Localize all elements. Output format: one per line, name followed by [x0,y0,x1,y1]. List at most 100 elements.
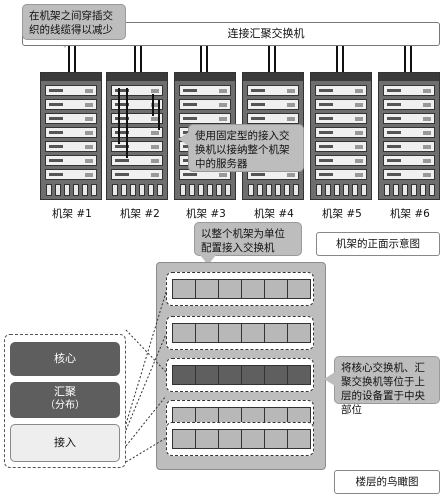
connector-line-4 [125,437,167,463]
layer-core: 核心 [10,342,120,376]
server-unit [383,127,435,138]
per-rack-callout-text: 以整个机架为单位配置接入交换机 [201,228,285,254]
server-unit [45,127,97,138]
layer-aggregation-label: 汇聚 [54,385,76,398]
cable-rack-2 [134,46,136,88]
layer-panel [4,334,126,468]
floor-row-rack [166,316,314,350]
drive-bay [248,184,254,196]
drive-bay [275,184,281,196]
server-unit [383,155,435,166]
cable-rack-2b [140,46,142,88]
connector-line-3 [125,395,167,447]
rack-1 [40,72,102,200]
rack-6 [378,72,440,200]
rack-top-panel [311,73,371,81]
drive-bay [361,184,367,196]
server-unit [45,85,97,96]
fixed-switch-callout-text: 使用固定型的接入交换机以接纳整个机架中的服务器 [195,130,290,170]
rack-top-panel [41,73,101,81]
floor-row-rack [166,272,314,306]
server-unit [111,127,163,138]
drive-bay [293,184,299,196]
rack-top-panel [379,73,439,81]
rack-label-4: 机架 #4 [254,208,294,220]
cable-rack-5b [342,46,344,88]
cable-rack-3b [206,46,208,88]
drive-bay [82,184,88,196]
drive-bay [180,184,186,196]
rack-label-3: 机架 #3 [186,208,226,220]
server-unit [315,85,367,96]
cable-rack-3 [200,46,202,88]
core-rack-cell [287,365,311,385]
layer-aggregation: 汇聚 （分布） [10,382,120,418]
server-unit [383,113,435,124]
rack-label-2: 机架 #2 [120,208,160,220]
server-unit [383,169,435,180]
server-unit [383,141,435,152]
drive-bay [55,184,61,196]
connector-line-1 [125,291,167,425]
drive-bay [91,184,97,196]
per-rack-callout: 以整个机架为单位配置接入交换机 [194,222,302,256]
core-center-callout: 将核心交换机、汇聚交换机等位于上层的设备置于中央部位 [334,356,440,416]
server-unit [179,99,231,110]
rack-top-panel [243,73,303,81]
rack-cell [287,323,311,343]
server-unit [45,141,97,152]
server-unit [315,141,367,152]
drive-bay [266,184,272,196]
rack-2-internal-cable-1 [118,88,120,144]
server-unit [315,169,367,180]
cabling-callout-front-text: 在机架之间穿插交织的线缆得以减少 [29,10,113,36]
drive-bay [352,184,358,196]
server-unit [383,99,435,110]
cable-rack-1b [74,46,76,88]
cable-rack-1 [68,46,70,88]
drive-bay [257,184,263,196]
drive-bay [148,184,154,196]
server-unit [247,113,299,124]
drive-bay [139,184,145,196]
layer-access-label: 接入 [54,436,76,449]
rack-2-internal-cable-3 [152,94,154,116]
drive-bay [325,184,331,196]
server-unit [179,113,231,124]
server-unit [111,169,163,180]
drive-bay [393,184,399,196]
server-unit [247,85,299,96]
server-unit [45,99,97,110]
cabling-callout-front: 在机架之间穿插交织的线缆得以减少 [22,4,126,40]
drive-bay [343,184,349,196]
fixed-switch-callout: 使用固定型的接入交换机以接纳整个机架中的服务器 [188,124,304,172]
rack-top-panel [175,73,235,81]
server-unit [45,169,97,180]
drive-bay [64,184,70,196]
drive-bay [130,184,136,196]
server-unit [315,155,367,166]
rack-5 [310,72,372,200]
cable-rack-5 [336,46,338,88]
cable-rack-6b [410,46,412,88]
layer-access: 接入 [10,424,120,462]
rack-label-5: 机架 #5 [322,208,362,220]
server-unit [315,113,367,124]
drive-bay [207,184,213,196]
drive-bay [411,184,417,196]
cable-rack-6 [404,46,406,88]
floor-row-core [166,358,314,392]
drive-bay [225,184,231,196]
server-unit [45,155,97,166]
server-unit [179,85,231,96]
server-unit [315,127,367,138]
drive-bay [46,184,52,196]
layer-aggregation-sub: （分布） [45,400,85,411]
drive-bay [334,184,340,196]
floor-view-label: 楼层的鸟瞰图 [334,470,440,494]
rack-view-label: 机架的正面示意图 [316,232,440,256]
drive-bay [429,184,435,196]
rack-2-internal-cable-4 [158,100,160,130]
drive-bay [189,184,195,196]
